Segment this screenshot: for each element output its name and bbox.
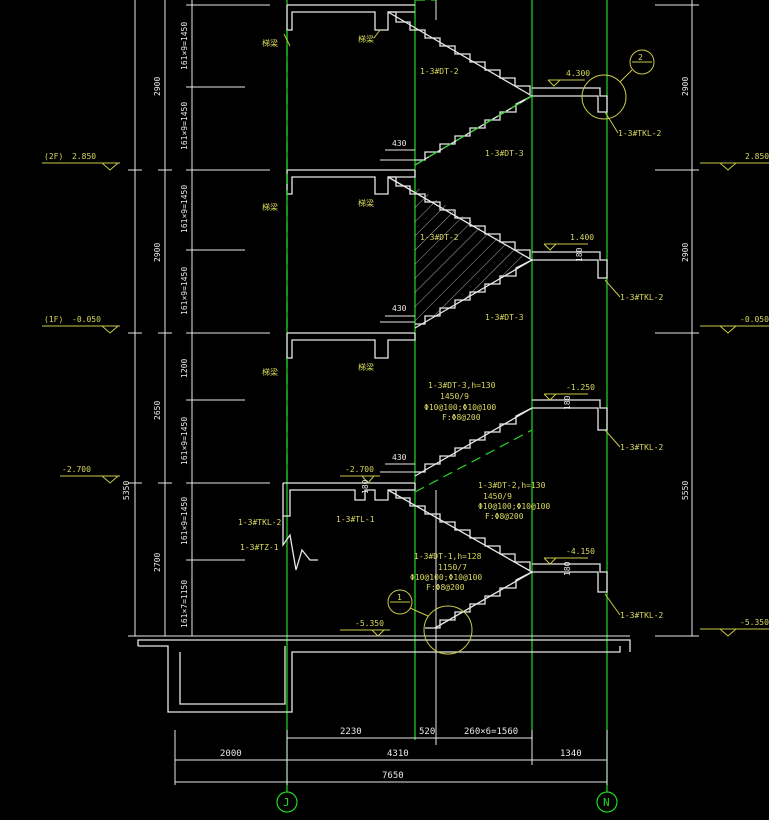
dim-180-4: 180 xyxy=(563,561,572,576)
dim-1340: 1340 xyxy=(560,749,582,759)
tkl2-4: 1-3#TKL-2 xyxy=(620,611,664,620)
dim-180-1: 180 xyxy=(575,247,584,262)
level-m5350: -5.350 xyxy=(355,619,384,628)
level-1f-value: -0.050 xyxy=(72,315,101,324)
right-dimensions xyxy=(655,0,769,637)
dt1-spec-1: 1-3#DT-1,h=128 xyxy=(414,552,482,561)
dim-flight-4: 161×9=1450 xyxy=(180,267,189,315)
dim-180-3: 180 xyxy=(361,479,370,494)
dt1-spec-3: Φ10@100;Φ10@100 xyxy=(410,573,482,582)
flight-dt2-top: 1-3#DT-2 xyxy=(420,67,459,76)
level-4300: 4.300 xyxy=(566,69,590,78)
level-1f-right: -0.050 xyxy=(740,315,769,324)
small-dims xyxy=(385,149,415,465)
dim-2700: 2700 xyxy=(153,553,162,572)
beam-tag-1: 梯梁 xyxy=(262,38,278,48)
dashed-lines xyxy=(286,0,533,493)
beam-tag-6: 梯梁 xyxy=(358,362,374,372)
axis-bubbles xyxy=(276,791,618,813)
tz1: 1-3#TZ-1 xyxy=(240,543,279,552)
dim-4310: 4310 xyxy=(387,749,409,759)
dim-2650: 2650 xyxy=(153,401,162,420)
beam-tag-4: 梯梁 xyxy=(358,198,374,208)
flight-dt3-mid: 1-3#DT-3 xyxy=(485,313,524,322)
level-1400: 1.400 xyxy=(570,233,594,242)
dim-2900-right-b: 2900 xyxy=(681,243,690,262)
beam-tag-3: 梯梁 xyxy=(262,202,278,212)
beam-tag-5: 梯梁 xyxy=(262,367,278,377)
detail-callouts xyxy=(387,49,655,655)
level-m2700-left: -2.700 xyxy=(62,465,91,474)
dim-430-2: 430 xyxy=(392,304,407,313)
dim-520: 520 xyxy=(419,727,435,737)
dim-flight-3: 161×9=1450 xyxy=(180,185,189,233)
level-m2700: -2.700 xyxy=(345,465,374,474)
level-2f-value: 2.850 xyxy=(72,152,96,161)
dim-2900-right-a: 2900 xyxy=(681,77,690,96)
dt3-spec-3: Φ10@100;Φ10@100 xyxy=(424,403,496,412)
dt3-spec-1: 1-3#DT-3,h=130 xyxy=(428,381,496,390)
level-2f-right: 2.850 xyxy=(745,152,769,161)
dim-flight-1: 161×9=1450 xyxy=(180,22,189,70)
dim-2230: 2230 xyxy=(340,727,362,737)
stair-structure xyxy=(130,4,631,713)
dt2-spec-1: 1-3#DT-2,h=130 xyxy=(478,481,546,490)
dim-1200: 1200 xyxy=(180,359,189,378)
dim-5350: 5350 xyxy=(122,481,131,500)
dim-5550: 5550 xyxy=(681,481,690,500)
flight-dt2-mid: 1-3#DT-2 xyxy=(420,233,459,242)
dt3-spec-2: 1450/9 xyxy=(440,392,469,401)
level-m1250: -1.250 xyxy=(566,383,595,392)
tkl2-3: 1-3#TKL-2 xyxy=(620,443,664,452)
dt1-spec-2: 1150/7 xyxy=(438,563,467,572)
dim-430-1: 430 xyxy=(392,139,407,148)
dim-430-3: 430 xyxy=(392,453,407,462)
axis-j: J xyxy=(283,796,290,809)
dim-2900-a: 2900 xyxy=(153,77,162,96)
dim-flight-2: 161×9=1450 xyxy=(180,102,189,150)
flight-dt3-top: 1-3#DT-3 xyxy=(485,149,524,158)
beam-tag-2: 梯梁 xyxy=(358,34,374,44)
tkl2-2: 1-3#TKL-2 xyxy=(620,293,664,302)
left-dimensions: 161×9=1450 161×9=1450 161×9=1450 161×9=1… xyxy=(122,0,270,637)
dt2-spec-2: 1450/9 xyxy=(483,492,512,501)
axis-n: N xyxy=(603,796,610,809)
tkl2-5: 1-3#TKL-2 xyxy=(238,518,282,527)
tl1: 1-3#TL-1 xyxy=(336,515,375,524)
dim-flight-7: 161×7=1150 xyxy=(180,580,189,628)
dim-1560: 260×6=1560 xyxy=(464,727,518,737)
dim-2000: 2000 xyxy=(220,749,242,759)
dt2-spec-4: F:Φ8@200 xyxy=(485,512,524,521)
tkl2-1: 1-3#TKL-2 xyxy=(618,129,662,138)
annotation-labels: 梯梁 梯梁 梯梁 梯梁 梯梁 梯梁 1-3#DT-2 1-3#DT-3 1-3#… xyxy=(238,29,664,637)
dim-flight-5: 161×9=1450 xyxy=(180,417,189,465)
left-level-marks xyxy=(42,162,120,484)
level-m4150: -4.150 xyxy=(566,547,595,556)
level-m5350-right: -5.350 xyxy=(740,618,769,627)
level-2f-label: (2F) xyxy=(44,152,63,161)
dim-2900-b: 2900 xyxy=(153,243,162,262)
dt1-spec-4: F:Φ8@200 xyxy=(426,583,465,592)
dt3-spec-4: F:Φ8@200 xyxy=(442,413,481,422)
detail-tag-1: 1 xyxy=(397,593,402,602)
level-1f-label: (1F) xyxy=(44,315,63,324)
dim-7650: 7650 xyxy=(382,771,404,781)
dt2-spec-3: Φ10@100;Φ10@100 xyxy=(478,502,550,511)
bottom-dimensions xyxy=(174,730,608,785)
dim-flight-6: 161×9=1450 xyxy=(180,497,189,545)
dim-180-2: 180 xyxy=(563,395,572,410)
detail-tag-2: 2 xyxy=(638,53,643,62)
